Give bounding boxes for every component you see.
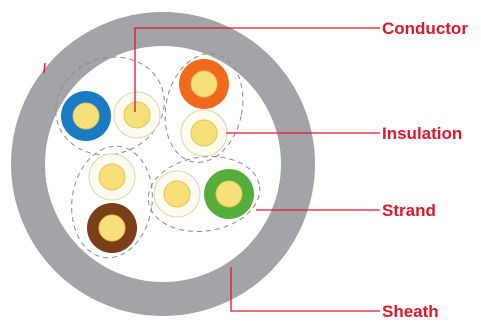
wire-white-bottom-right xyxy=(153,170,201,218)
sheath-mark xyxy=(43,62,46,74)
conductor-white-top-right xyxy=(190,119,218,147)
callout-lines xyxy=(134,27,380,312)
conductor-blue-wire xyxy=(72,102,100,130)
label-strand: Strand xyxy=(382,201,436,220)
conductor-white-bottom-left xyxy=(98,163,126,191)
wire-white-top-right xyxy=(180,109,228,157)
conductor-green-wire xyxy=(215,180,243,208)
conductor-orange-wire xyxy=(190,70,218,98)
wire-orange xyxy=(179,59,229,109)
wire-green xyxy=(204,169,254,219)
conductor-brown-wire xyxy=(98,214,126,242)
strand-outline-bottom-right xyxy=(147,156,261,232)
leader-line-conductor xyxy=(134,27,380,112)
strand-outline-bottom-left xyxy=(71,145,153,259)
wire-brown xyxy=(87,203,137,253)
wire-white-bottom-left xyxy=(88,153,136,201)
strand-outline-top-right xyxy=(164,53,244,163)
leader-line-sheath xyxy=(230,267,380,312)
label-conductor: Conductor xyxy=(382,19,468,38)
conductor-white-top-left xyxy=(123,101,151,129)
label-insulation: Insulation xyxy=(382,124,462,143)
wire-blue xyxy=(61,91,111,141)
label-sheath: Sheath xyxy=(382,302,439,321)
cable-interior xyxy=(45,46,281,282)
conductor-white-bottom-right xyxy=(163,180,191,208)
wire-white-top-left xyxy=(113,91,161,139)
